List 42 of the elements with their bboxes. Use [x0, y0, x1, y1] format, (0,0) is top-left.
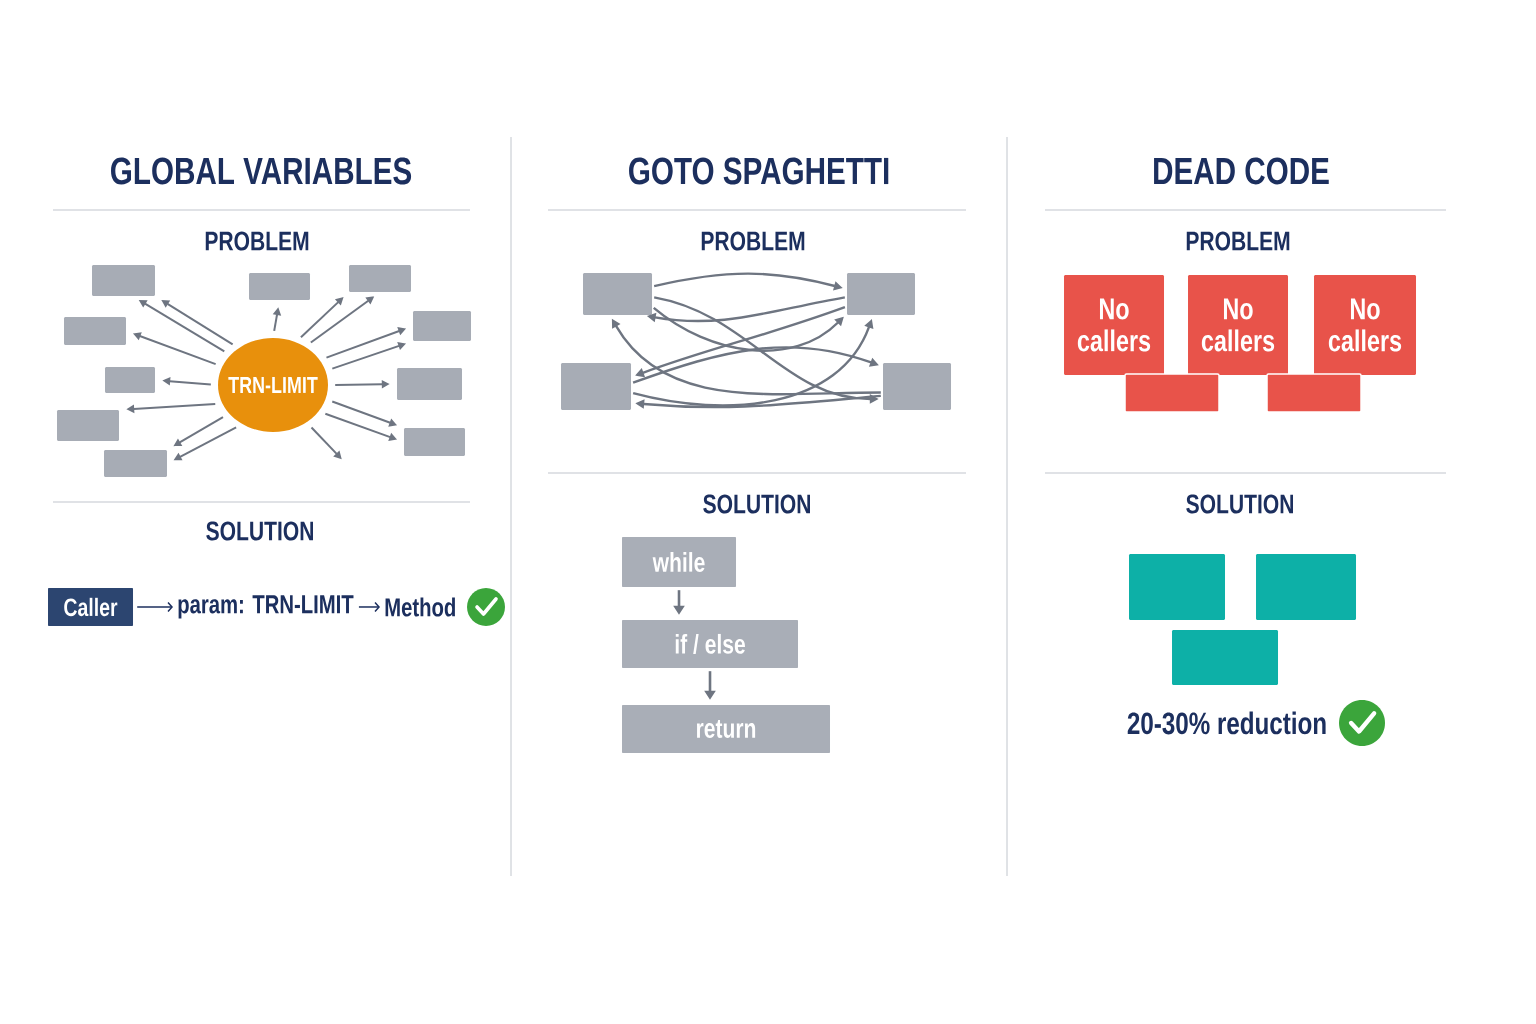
- alert-box: No callers: [1064, 275, 1164, 375]
- alert-box: No callers: [1188, 275, 1288, 375]
- code-box: return: [622, 705, 830, 753]
- result-box: [1172, 630, 1278, 685]
- alert-box: [1124, 373, 1220, 413]
- placeholder-box: [249, 273, 310, 300]
- placeholder-box: [404, 428, 465, 456]
- column-heading: GOTO SPAGHETTI: [629, 157, 889, 185]
- placeholder-box: [349, 265, 411, 292]
- section-label: PROBLEM: [205, 231, 309, 251]
- alert-box: [1266, 373, 1362, 413]
- flow-text: Method: [385, 597, 455, 617]
- section-label: PROBLEM: [701, 231, 805, 251]
- section-label: PROBLEM: [1186, 231, 1290, 251]
- placeholder-box: [397, 368, 462, 400]
- result-text: 20-30% reduction: [1127, 711, 1326, 735]
- placeholder-box: [583, 273, 652, 315]
- code-box: if / else: [622, 620, 798, 668]
- placeholder-box: [92, 265, 155, 296]
- arrow: [358, 601, 380, 613]
- label-box: Caller: [48, 588, 133, 626]
- placeholder-box: [413, 311, 471, 341]
- placeholder-box: [561, 363, 631, 410]
- column-heading: DEAD CODE: [1154, 157, 1329, 185]
- flow-text: param: TRN-LIMIT: [178, 595, 354, 619]
- placeholder-box: [57, 410, 119, 441]
- alert-box: No callers: [1314, 275, 1416, 375]
- arrow: [136, 601, 173, 613]
- code-box: while: [622, 537, 736, 587]
- arrow: [299, 297, 344, 339]
- placeholder-box: [104, 450, 167, 477]
- placeholder-box: [64, 317, 126, 345]
- section-label: SOLUTION: [1186, 494, 1293, 514]
- result-box: [1129, 554, 1225, 620]
- section-label: SOLUTION: [703, 494, 810, 514]
- result-box: [1256, 554, 1356, 620]
- placeholder-box: [105, 367, 155, 393]
- column-heading: GLOBAL VARIABLES: [111, 157, 412, 185]
- placeholder-box: [883, 363, 951, 410]
- placeholder-box: [847, 273, 915, 315]
- curved-arrow: [653, 306, 844, 352]
- section-label: SOLUTION: [206, 521, 313, 541]
